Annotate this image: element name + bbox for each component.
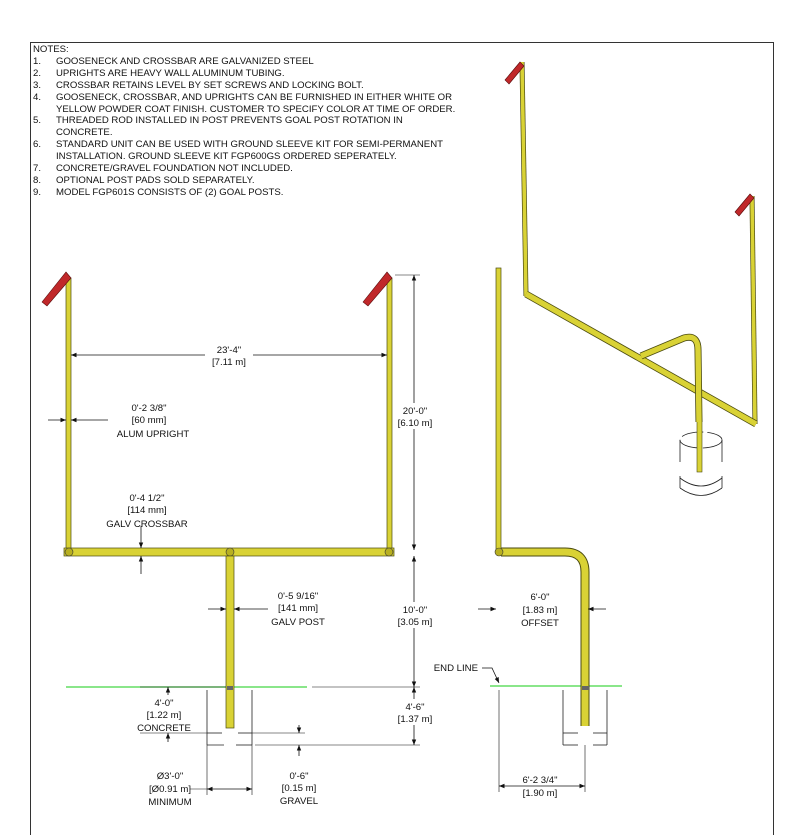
width-metric: [7.11 m] (212, 357, 246, 368)
iso-right-upright (750, 195, 757, 425)
upright-height-metric: [6.10 m] (398, 418, 433, 429)
side-view: 6'-0" [1.83 m] OFFSET 6'-2 3/4" [1.90 m]… (434, 267, 622, 799)
post-dia-label: GALV POST (271, 617, 325, 628)
note-item: 4. GOOSENECK, CROSSBAR, AND UPRIGHTS CAN … (33, 92, 456, 116)
width-imperial: 23'-4" (217, 345, 241, 356)
note-item: 1. GOOSENECK AND CROSSBAR ARE GALVANIZED … (33, 56, 456, 68)
side-gooseneck (501, 548, 589, 726)
note-number: 5. (33, 115, 42, 127)
note-number: 9. (33, 186, 42, 198)
bury-depth-metric: [1.37 m] (398, 714, 433, 725)
concrete-label: CONCRETE (137, 723, 191, 734)
note-text: THREADED ROD INSTALLED IN POST PREVENTS … (56, 115, 403, 139)
note-item: 3. CROSSBAR RETAINS LEVEL BY SET SCREWS A… (33, 80, 456, 92)
note-text: UPRIGHTS ARE HEAVY WALL ALUMINUM TUBING. (56, 67, 285, 79)
bury-depth-imperial: 4'-6" (405, 702, 424, 713)
note-number: 7. (33, 163, 42, 175)
iso-gooseneck (639, 334, 702, 423)
iso-left-upright (520, 61, 528, 297)
upright-dia-label: ALUM UPRIGHT (117, 429, 190, 440)
crossbar-dia-imperial: 0'-4 1/2" (129, 493, 164, 504)
side-upright (495, 267, 502, 554)
note-text: CONCRETE/GRAVEL FOUNDATION NOT INCLUDED. (56, 163, 293, 175)
iso-left-flag (504, 61, 525, 85)
note-item: 2. UPRIGHTS ARE HEAVY WALL ALUMINUM TUBIN… (33, 68, 456, 80)
footing-dia-metric: [Ø0.91 m] (149, 784, 191, 795)
footing-dia-label: MINIMUM (148, 797, 191, 808)
note-number: 4. (33, 91, 42, 103)
note-text: GOOSENECK, CROSSBAR, AND UPRIGHTS CAN BE… (56, 91, 456, 115)
post-dia-metric: [141 mm] (278, 603, 318, 614)
notes-block: NOTES: 1. GOOSENECK AND CROSSBAR ARE GALV… (33, 44, 456, 199)
post-dia-imperial: 0'-5 9/16" (278, 591, 318, 602)
note-number: 8. (33, 174, 42, 186)
footing-dia-imperial: Ø3'-0" (157, 771, 184, 782)
offset-label: OFFSET (521, 618, 559, 629)
gravel-depth-imperial: 0'-6" (289, 771, 308, 782)
gravel-depth-metric: [0.15 m] (282, 783, 317, 794)
left-upright (65, 277, 72, 554)
note-item: 7. CONCRETE/GRAVEL FOUNDATION NOT INCLUDE… (33, 163, 456, 175)
front-post (225, 555, 235, 729)
crossbar-dia-metric: [114 mm] (127, 505, 166, 516)
note-item: 6. STANDARD UNIT CAN BE USED WITH GROUND … (33, 139, 456, 163)
note-number: 2. (33, 67, 42, 79)
notes-list: 1. GOOSENECK AND CROSSBAR ARE GALVANIZED … (33, 56, 456, 199)
setback-imperial: 6'-2 3/4" (522, 775, 557, 786)
note-text: MODEL FGP601S CONSISTS OF (2) GOAL POSTS… (56, 186, 284, 198)
gravel-label: GRAVEL (280, 796, 319, 807)
note-number: 3. (33, 79, 42, 91)
note-item: 5. THREADED ROD INSTALLED IN POST PREVENT… (33, 115, 456, 139)
note-text: OPTIONAL POST PADS SOLD SEPARATELY. (56, 174, 255, 186)
drawing-sheet-border (30, 42, 774, 835)
crossbar-height-metric: [3.05 m] (398, 617, 433, 628)
note-text: CROSSBAR RETAINS LEVEL BY SET SCREWS AND… (56, 79, 364, 91)
note-item: 9. MODEL FGP601S CONSISTS OF (2) GOAL POS… (33, 187, 456, 199)
upright-height-imperial: 20'-0" (403, 406, 427, 417)
iso-right-flag (734, 193, 755, 217)
note-text: GOOSENECK AND CROSSBAR ARE GALVANIZED ST… (56, 55, 314, 67)
crossbar-height-imperial: 10'-0" (403, 605, 427, 616)
upright-dia-imperial: 0'-2 3/8" (131, 403, 166, 414)
note-number: 1. (33, 55, 42, 67)
concrete-depth-imperial: 4'-0" (154, 698, 173, 709)
left-flag (41, 271, 72, 307)
note-item: 8. OPTIONAL POST PADS SOLD SEPARATELY. (33, 175, 456, 187)
note-number: 6. (33, 139, 42, 151)
front-view: 23'-4" [7.11 m] 20'-0" [6.10 m] 0'-2 3/8… (41, 271, 436, 808)
right-upright (386, 277, 393, 554)
crossbar-dia-label: GALV CROSSBAR (106, 519, 187, 530)
upright-dia-metric: [60 mm] (132, 415, 167, 426)
offset-metric: [1.83 m] (523, 605, 558, 616)
note-text: STANDARD UNIT CAN BE USED WITH GROUND SL… (56, 139, 443, 163)
offset-imperial: 6'-0" (530, 592, 549, 603)
right-flag (362, 271, 393, 307)
notes-heading: NOTES: (33, 44, 69, 55)
setback-metric: [1.90 m] (523, 788, 558, 799)
isometric-view (504, 61, 758, 496)
end-line-label: END LINE (434, 663, 478, 674)
concrete-depth-metric: [1.22 m] (147, 710, 182, 721)
iso-crossbar (524, 291, 758, 427)
